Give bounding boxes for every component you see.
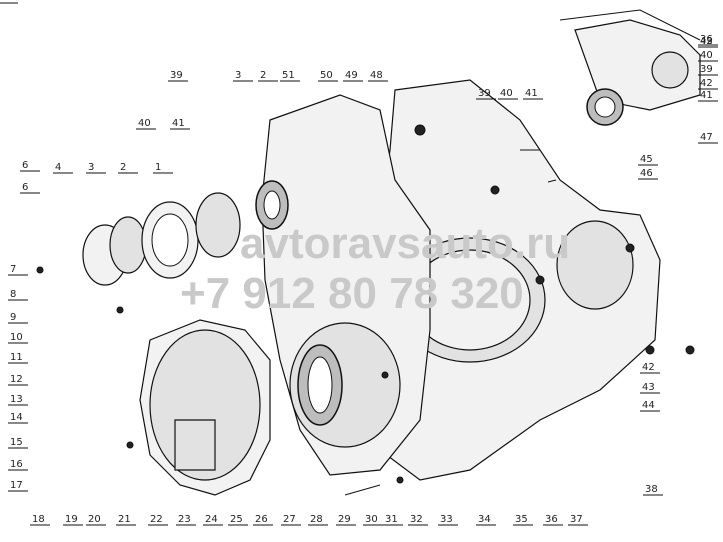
callout-label: 22	[150, 514, 163, 525]
callout-label: 31	[385, 514, 398, 525]
callout-label: 12	[10, 374, 23, 385]
callout-label: 34	[478, 514, 491, 525]
callout-label: 42	[700, 78, 713, 89]
callout-label: 46	[640, 168, 653, 179]
callout-label: 43	[642, 382, 655, 393]
callout-label: 15	[10, 437, 23, 448]
callout-label: 40	[500, 88, 513, 99]
callout-label: 6	[22, 160, 28, 171]
inset-detail	[559, 9, 701, 126]
callout-label: 39	[170, 70, 183, 81]
callout-label: 32	[410, 514, 423, 525]
callout-label: 26	[255, 514, 268, 525]
pulley-stack	[82, 180, 289, 286]
callout-label: 24	[205, 514, 218, 525]
callout-label: 47	[700, 132, 713, 143]
callout-label: 19	[65, 514, 78, 525]
callout-label: 49	[345, 70, 358, 81]
callout-label: 10	[10, 332, 23, 343]
callout-label: 33	[440, 514, 453, 525]
callout-label: 3	[88, 162, 94, 173]
callout-label: 17	[10, 480, 23, 491]
callout-label: 42	[642, 362, 655, 373]
rear-housing	[359, 79, 661, 481]
callout-label: 44	[642, 400, 655, 411]
callout-label: 39	[478, 88, 491, 99]
callout-label: 2	[120, 162, 126, 173]
watermark-line1: avtoravsauto.ru	[240, 219, 570, 268]
callout-label: 37	[570, 514, 583, 525]
callout-label: 4	[55, 162, 61, 173]
callout-label: 36	[700, 34, 713, 45]
callout-label: 3	[235, 70, 241, 81]
callout-label: 41	[700, 90, 713, 101]
callout-label: 16	[10, 459, 23, 470]
callout-label: 6	[22, 182, 28, 193]
callout-label: 39	[700, 64, 713, 75]
callout-label: 29	[338, 514, 351, 525]
callout-label: 18	[32, 514, 45, 525]
callout-label: 38	[645, 484, 658, 495]
callout-label: 48	[370, 70, 383, 81]
callout-label: 50	[320, 70, 333, 81]
callout-label: 28	[310, 514, 323, 525]
callout-label: 30	[365, 514, 378, 525]
watermark-line2: +7 912 80 78 320	[180, 269, 524, 318]
callout-label: 51	[282, 70, 295, 81]
callout-label: 27	[283, 514, 296, 525]
callout-label: 45	[640, 154, 653, 165]
callout-label: 13	[10, 394, 23, 405]
callout-label: 14	[10, 412, 23, 423]
callout-label: 41	[525, 88, 538, 99]
callout-label: 23	[178, 514, 191, 525]
callout-label: 7	[10, 264, 16, 275]
crank-seal	[297, 344, 343, 426]
callout-label: 43	[700, 36, 713, 47]
callout-label: 42	[700, 36, 713, 47]
callout-label: 1	[155, 162, 161, 173]
callout-label: 25	[230, 514, 243, 525]
callout-label: 43	[0, 0, 13, 3]
fasteners	[36, 124, 695, 496]
callout-label: 35	[515, 514, 528, 525]
callout-label: 20	[88, 514, 101, 525]
callout-label: 21	[118, 514, 131, 525]
callout-label: 2	[260, 70, 266, 81]
callout-label: 41	[172, 118, 185, 129]
callout-label: 40	[700, 50, 713, 61]
callout-label: 40	[138, 118, 151, 129]
callout-label: 9	[10, 312, 16, 323]
front-cover	[139, 319, 271, 496]
callout-label: 36	[545, 514, 558, 525]
callout-label: 11	[10, 352, 23, 363]
callout-label: 8	[10, 289, 16, 300]
